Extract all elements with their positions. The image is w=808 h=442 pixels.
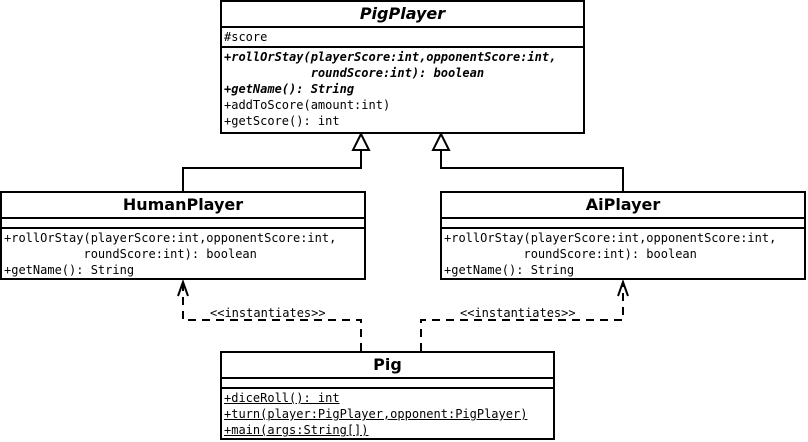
dependency-line-aiplayer [420,284,624,351]
operation-rollorstay-line2: roundScore:int): boolean [224,66,485,80]
instantiates-label-right: <<instantiates>> [460,306,576,320]
operations-pig: +diceRoll(): int +turn(player:PigPlayer,… [222,389,553,438]
operation-rollorstay-line1: +rollOrStay(playerScore:int,opponentScor… [4,231,337,245]
operations-aiplayer: +rollOrStay(playerScore:int,opponentScor… [442,229,804,278]
attributes-pig [222,379,553,389]
operation-getname: +getName(): String [4,263,135,277]
class-humanplayer[interactable]: HumanPlayer +rollOrStay(playerScore:int,… [0,191,366,280]
operation-main: +main(args:String[]) [224,423,369,437]
attribute-score: #score [224,30,268,44]
generalization-arrowhead-aiplayer [431,131,451,151]
operation-turn: +turn(player:PigPlayer,opponent:PigPlaye… [224,407,528,421]
instantiates-label-left: <<instantiates>> [210,306,326,320]
attributes-humanplayer [2,219,364,229]
operation-rollorstay-line2: roundScore:int): boolean [444,247,697,261]
operation-getname: +getName(): String [224,82,355,96]
generalization-line-humanplayer [182,150,362,191]
class-name-pig: Pig [222,353,553,379]
operation-rollorstay-line2: roundScore:int): boolean [4,247,257,261]
class-pig[interactable]: Pig +diceRoll(): int +turn(player:PigPla… [220,351,555,440]
operations-humanplayer: +rollOrStay(playerScore:int,opponentScor… [2,229,364,278]
operations-pigplayer: +rollOrStay(playerScore:int,opponentScor… [222,48,583,129]
operation-diceroll: +diceRoll(): int [224,391,340,405]
attributes-pigplayer: #score [222,28,583,48]
operation-getname: +getName(): String [444,263,575,277]
operation-rollorstay-line1: +rollOrStay(playerScore:int,opponentScor… [444,231,777,245]
operation-addtoscore: +addToScore(amount:int) [224,98,391,112]
dependency-line-humanplayer [182,284,362,351]
operation-rollorstay-line1: +rollOrStay(playerScore:int,opponentScor… [224,50,557,64]
class-name-humanplayer: HumanPlayer [2,193,364,219]
dependency-arrowhead-aiplayer [617,279,629,297]
generalization-arrowhead-humanplayer [351,131,371,151]
class-pigplayer[interactable]: PigPlayer #score +rollOrStay(playerScore… [220,0,585,134]
attributes-aiplayer [442,219,804,229]
class-aiplayer[interactable]: AiPlayer +rollOrStay(playerScore:int,opp… [440,191,806,280]
generalization-line-aiplayer [440,150,624,191]
operation-getscore: +getScore(): int [224,114,340,128]
dependency-arrowhead-humanplayer [177,279,189,297]
class-name-aiplayer: AiPlayer [442,193,804,219]
class-name-pigplayer: PigPlayer [222,2,583,28]
